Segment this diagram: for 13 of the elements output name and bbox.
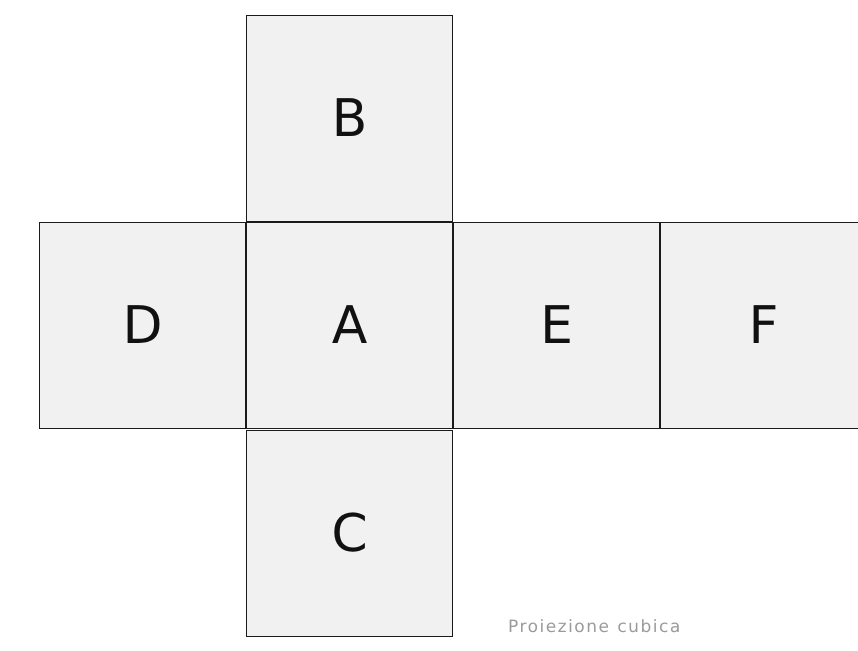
face-letter: B (332, 92, 368, 144)
face-letter: C (331, 508, 368, 560)
cube-face (246, 430, 453, 637)
face-letter: A (332, 300, 368, 352)
cube-face (246, 222, 453, 429)
cube-face (246, 15, 453, 222)
cube-face (39, 222, 246, 429)
caption: Proiezione cubica (508, 617, 682, 637)
face-letter: D (122, 300, 163, 352)
cube-face (660, 222, 858, 429)
face-letter: E (540, 300, 573, 352)
face-letter: F (748, 300, 778, 352)
cube-face (453, 222, 660, 429)
